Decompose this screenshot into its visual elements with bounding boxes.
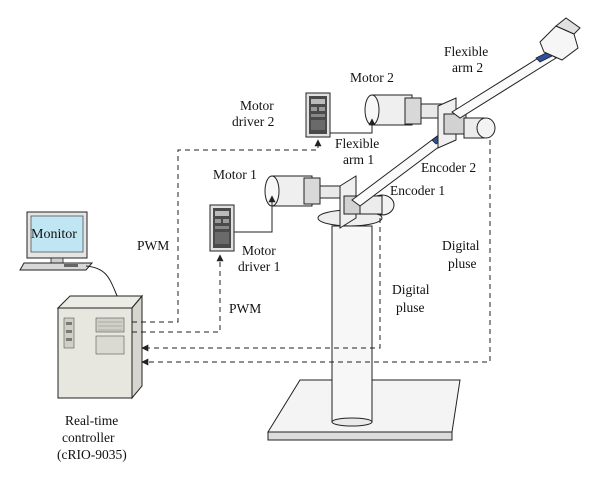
label-pwm-lower: PWM [229,301,262,316]
motor-driver-1-device [209,204,235,252]
digital-pulse-1-line [141,218,381,352]
label-motor-driver-1-line1: Motor [242,243,276,258]
label-digital-pulse-2-line2: pluse [448,256,477,271]
label-controller-line2: controller [62,430,115,445]
monitor-device [19,211,94,271]
motor-driver-2-device [305,92,331,138]
driver2-to-motor2-line [330,118,376,134]
controller-device [56,294,144,400]
monitor-cable [85,265,119,299]
label-encoder-1: Encoder 1 [390,183,446,198]
driver1-to-motor1-line [234,195,276,233]
digital-pulse-2-line [141,140,491,366]
label-motor-1: Motor 1 [213,167,257,182]
label-flexible-arm-2-line2: arm 2 [452,60,484,75]
label-motor-driver-2-line2: driver 2 [232,114,275,129]
label-controller-line1: Real-time [65,413,119,428]
label-digital-pulse-2-line1: Digital [442,238,480,253]
label-controller-line3: (cRIO-9035) [57,447,127,462]
label-flexible-arm-2-line1: Flexible [444,44,489,59]
label-motor-driver-1-line2: driver 1 [238,259,281,274]
label-monitor: Monitor [31,227,77,242]
label-flexible-arm-1-line2: arm 1 [343,152,375,167]
label-motor-driver-2-line1: Motor [240,98,274,113]
label-digital-pulse-1-line1: Digital [392,282,430,297]
motor-2 [364,94,496,149]
pwm-upper-line [132,139,322,323]
label-encoder-2: Encoder 2 [421,160,477,175]
label-flexible-arm-1-line1: Flexible [335,136,380,151]
label-motor-2: Motor 2 [350,70,394,85]
label-pwm-upper: PWM [137,238,170,253]
pwm-lower-line [132,254,224,333]
label-digital-pulse-1-line2: pluse [396,300,425,315]
flexible-arm-2 [451,17,581,119]
